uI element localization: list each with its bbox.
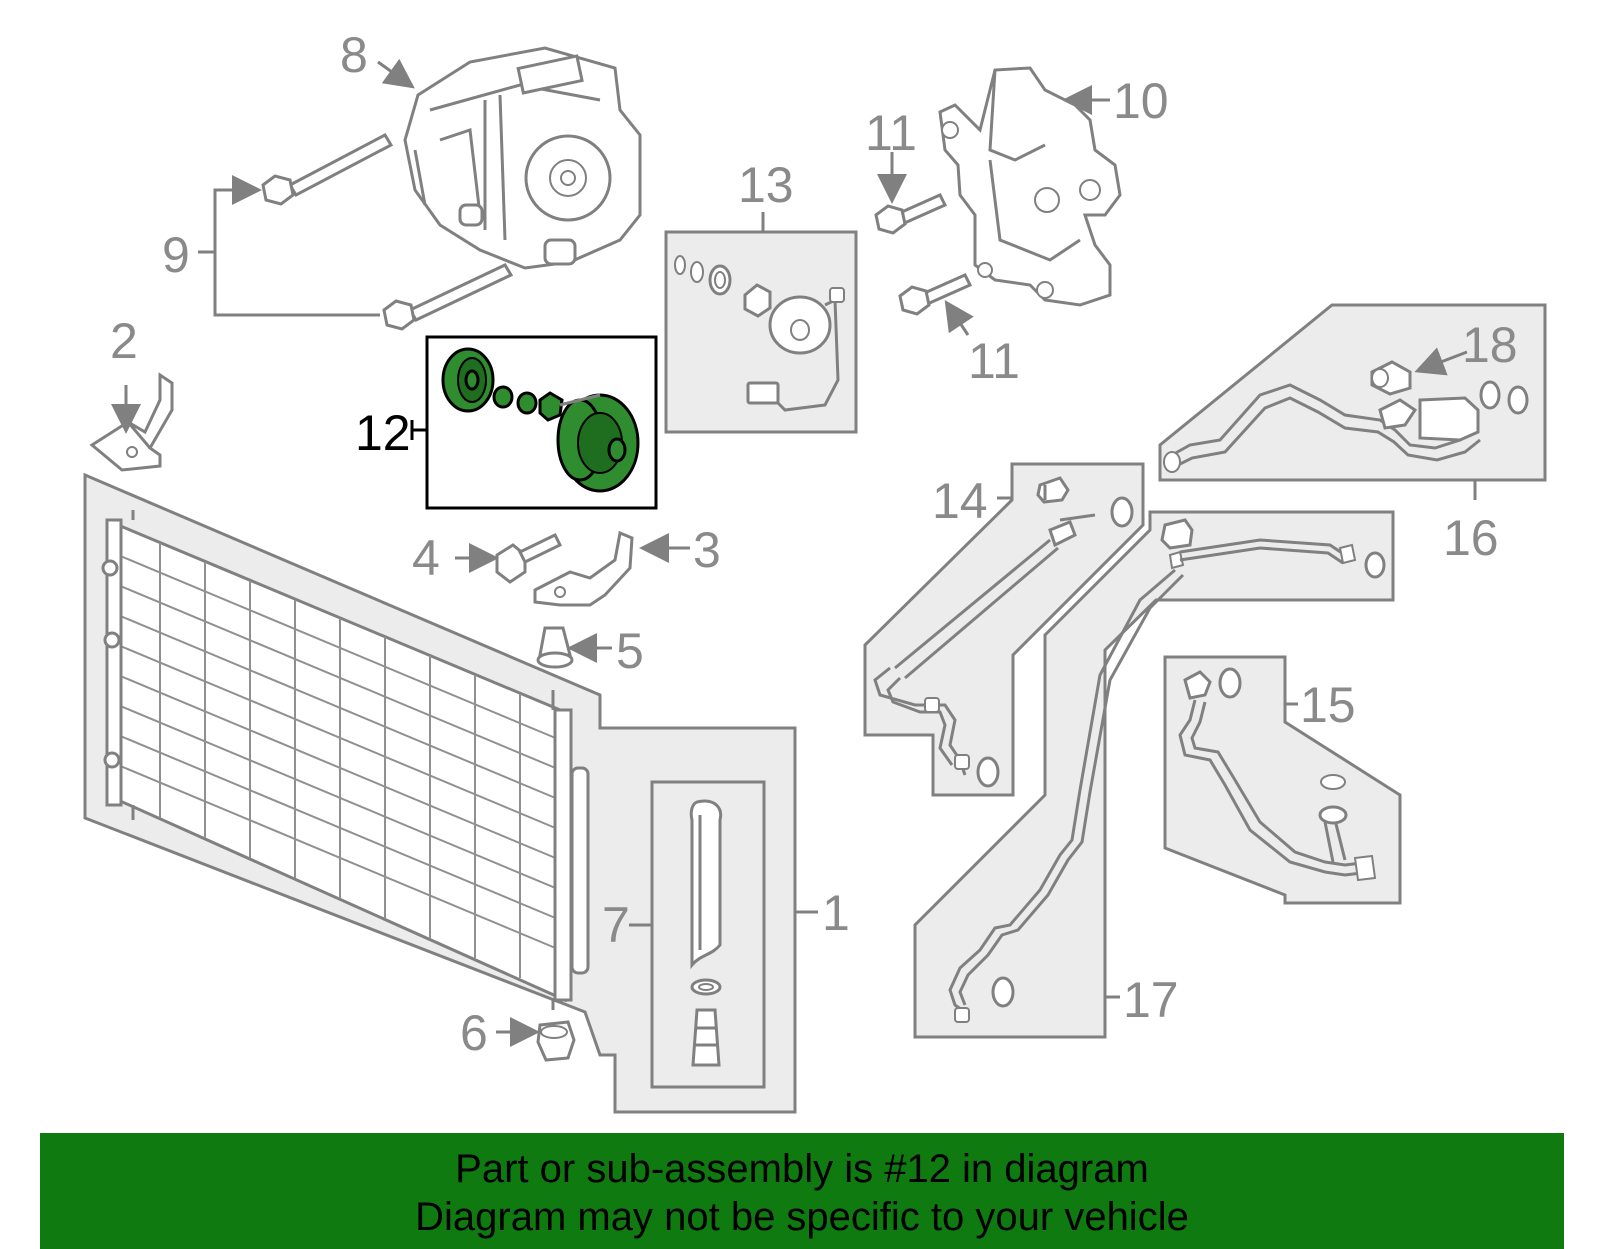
liquid-pipe-panel <box>913 510 1395 1039</box>
callout-1: 1 <box>822 885 850 941</box>
callout-10: 10 <box>1113 73 1169 129</box>
callout-6: 6 <box>460 1005 488 1061</box>
condenser-bolt[interactable] <box>495 533 563 584</box>
compressor-clutch-set[interactable] <box>441 347 640 493</box>
condenser-cushion-upper[interactable] <box>536 626 574 669</box>
bracket-bolt-upper[interactable] <box>874 193 948 235</box>
compressor-bolt-lower[interactable] <box>382 263 514 331</box>
callout-14: 14 <box>932 473 988 529</box>
callout-8: 8 <box>340 27 368 83</box>
notice-banner: Part or sub-assembly is #12 in diagram D… <box>40 1133 1564 1249</box>
desiccant-drier[interactable] <box>689 799 723 1067</box>
discharge-hose[interactable] <box>873 476 1134 788</box>
pressure-switch[interactable] <box>1370 360 1412 396</box>
callout-18: 18 <box>1462 317 1518 373</box>
banner-line-2: Diagram may not be specific to your vehi… <box>415 1195 1189 1239</box>
callout-15: 15 <box>1300 677 1356 733</box>
callout-17: 17 <box>1123 972 1179 1028</box>
condenser-bracket-upper[interactable] <box>89 372 174 472</box>
callout-7: 7 <box>602 897 630 953</box>
callout-13: 13 <box>738 157 794 213</box>
callout-12: 12 <box>355 405 411 461</box>
compressor-bolt-upper[interactable] <box>261 133 394 206</box>
callout-16: 16 <box>1443 510 1499 566</box>
bracket-bolt-lower[interactable] <box>898 273 973 316</box>
compressor-bracket[interactable] <box>938 66 1122 307</box>
field-coil-kit[interactable] <box>674 255 845 412</box>
callout-3: 3 <box>693 522 721 578</box>
condenser-cushion-lower[interactable] <box>536 1020 576 1062</box>
callout-11-upper: 11 <box>865 105 917 161</box>
condenser-bracket-lower[interactable] <box>533 530 634 607</box>
callout-11-lower: 11 <box>968 333 1020 389</box>
callout-9: 9 <box>162 227 190 283</box>
suction-pipe[interactable] <box>1163 380 1529 473</box>
callout-2: 2 <box>110 313 138 369</box>
banner-line-1: Part or sub-assembly is #12 in diagram <box>455 1147 1149 1191</box>
callout-labels: 8 9 2 10 11 11 13 12 18 14 16 4 3 5 15 7… <box>110 27 1518 1061</box>
condenser[interactable] <box>101 510 590 1010</box>
liquid-pipe[interactable] <box>948 518 1386 1023</box>
suction-hose[interactable] <box>1178 667 1377 882</box>
callout-5: 5 <box>616 623 644 679</box>
compressor[interactable] <box>403 46 642 270</box>
leader-lines <box>111 58 1477 1047</box>
callout-4: 4 <box>412 530 440 586</box>
